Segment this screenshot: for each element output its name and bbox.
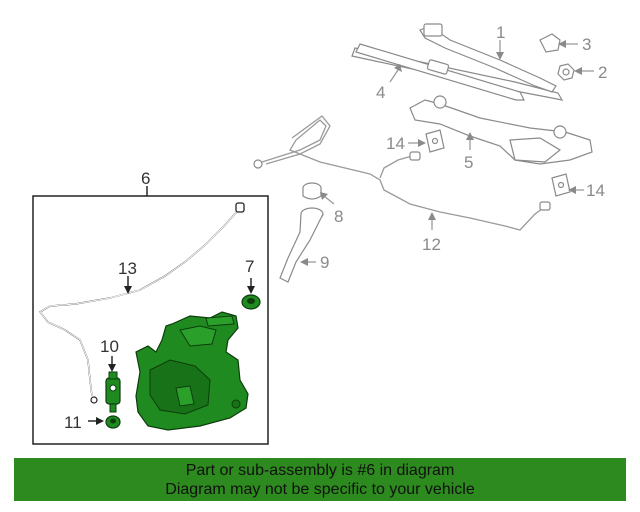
banner-line-1: Part or sub-assembly is #6 in diagram [185, 461, 455, 479]
filler-neck-part-9 [279, 207, 324, 283]
info-banner: Part or sub-assembly is #6 in diagram Di… [14, 458, 626, 501]
callout-14-upper: 14 [386, 134, 405, 153]
bracket-part-14-upper [425, 129, 445, 153]
washer-hose-part-12 [253, 115, 551, 231]
grommet-part-11[interactable] [105, 415, 121, 429]
callout-13: 13 [118, 259, 137, 278]
seal-part-8 [302, 182, 322, 200]
callout-4: 4 [376, 83, 385, 102]
callout-5: 5 [464, 153, 473, 172]
callout-2: 2 [598, 63, 607, 82]
wiper-blade-part-4 [355, 43, 525, 101]
banner-line-2: Diagram may not be specific to your vehi… [165, 480, 475, 498]
washer-reservoir-part-6[interactable] [135, 311, 249, 431]
callout-7: 7 [245, 257, 254, 276]
callout-1: 1 [496, 23, 505, 42]
callout-12: 12 [422, 235, 441, 254]
washer-pump-part-10[interactable] [105, 371, 121, 413]
nut-part-2 [557, 63, 575, 81]
cap-part-3 [539, 33, 561, 53]
callout-3: 3 [582, 35, 591, 54]
callout-6: 6 [141, 169, 150, 188]
grommet-part-7[interactable] [241, 294, 261, 310]
callout-14-lower: 14 [586, 181, 605, 200]
wiper-linkage-part-5 [409, 95, 593, 165]
bracket-part-14-lower [551, 173, 571, 197]
callout-10: 10 [100, 337, 119, 356]
callout-8: 8 [334, 207, 343, 226]
callout-11: 11 [64, 413, 82, 432]
callout-9: 9 [320, 253, 329, 272]
gray-leaders [300, 40, 594, 266]
washer-hose-part-13 [38, 202, 245, 404]
